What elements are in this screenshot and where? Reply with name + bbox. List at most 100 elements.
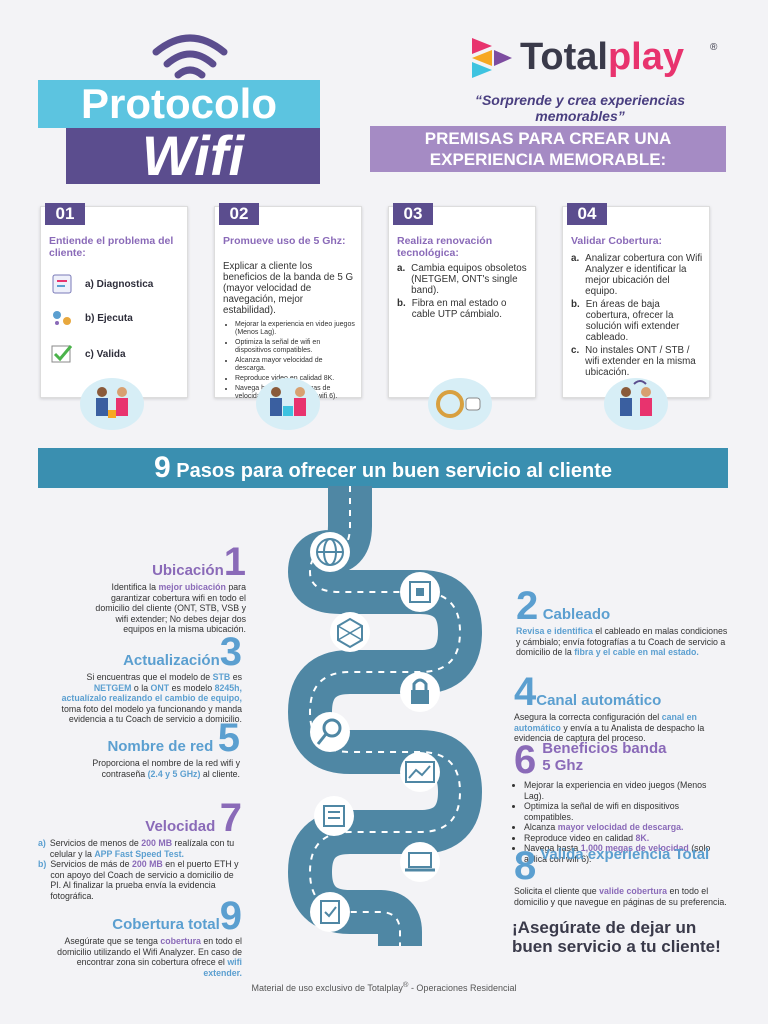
list-item: Mejorar la experiencia en video juegos (… <box>235 321 355 337</box>
list-item: a) Diagnostica <box>49 273 153 295</box>
premisas-banner: PREMISAS PARA CREAR UNA EXPERIENCIA MEMO… <box>370 126 726 172</box>
list-marker: a. <box>397 263 406 274</box>
list-marker: a. <box>571 253 580 264</box>
step-3: Actualización3 Si encuentras que el mode… <box>60 632 242 725</box>
page-title: Protocolo Wifi <box>38 80 320 184</box>
list-item: Reproduce video en calidad 8K. <box>524 833 728 844</box>
list-item: b)Servicios de más de 200 MB en el puert… <box>38 859 239 901</box>
item-label: b) Ejecuta <box>85 312 133 324</box>
list-text: Cambia equipos obsoletos (NETGEM, ONT's … <box>411 263 527 296</box>
diagnose-icon <box>52 274 72 294</box>
technician-illustration-icon <box>256 378 320 430</box>
list-item: Optimiza la señal de wifi en dispositivo… <box>235 339 355 355</box>
brand-name-accent: play <box>607 36 684 78</box>
step-number: 9 <box>219 894 242 938</box>
list-item: b.Fibra en mal estado o cable UTP cámbia… <box>397 298 529 320</box>
fiber-cable-icon <box>428 378 492 430</box>
step-number: 2 <box>516 584 539 628</box>
item-label: c) Valida <box>85 348 126 360</box>
list-item: a)Servicios de menos de 200 MB realízala… <box>38 838 235 859</box>
list-marker: b. <box>571 299 580 310</box>
wifi-icon <box>152 34 228 79</box>
title-protocolo: Protocolo <box>38 80 320 128</box>
step-text: Si encuentras que el modelo de STB es NE… <box>61 672 242 724</box>
closing-message: ¡Asegúrate de dejar un buen servicio a t… <box>512 918 721 956</box>
footer: Material de uso exclusivo de Totalplay® … <box>251 980 517 993</box>
list-text: Fibra en mal estado o cable UTP cámbialo… <box>411 298 507 320</box>
list-item: Mejorar la experiencia en video juegos (… <box>524 780 728 801</box>
card-number: 04 <box>567 203 607 225</box>
card-intro: Explicar a cliente los beneficios de la … <box>223 261 354 316</box>
step-number: 8 <box>514 844 537 888</box>
list-item: Alcanza mayor velocidad de descarga. <box>524 822 728 833</box>
steps-banner: 9 Pasos para ofrecer un buen servicio al… <box>38 448 728 488</box>
step-text: Asegúrate que se tenga cobertura en todo… <box>57 936 242 978</box>
list-item: Navega hasta 1,000 megas de velocidad (s… <box>524 843 728 864</box>
card-number: 01 <box>45 203 85 225</box>
card-heading: Promueve uso de 5 Ghz: <box>223 235 346 247</box>
cubes-icon <box>330 612 370 652</box>
magnifier-icon <box>310 712 350 752</box>
step-number: 7 <box>219 796 242 840</box>
step-number: 5 <box>217 716 240 760</box>
chip-icon <box>400 572 440 612</box>
list-marker: c. <box>571 345 580 356</box>
step-number: 1 <box>223 540 246 584</box>
card-heading: Validar Cobertura: <box>571 235 663 247</box>
slogan: “Sorprende y crea experiencias memorable… <box>474 92 686 124</box>
document-icon <box>314 796 354 836</box>
step-title: Nombre de red <box>107 738 214 755</box>
winding-road-graphic <box>288 486 482 946</box>
step-4: 4Canal automático Asegura la correcta co… <box>514 672 728 744</box>
lock-icon <box>400 672 440 712</box>
list-text: En áreas de baja cobertura, ofrecer la s… <box>585 299 680 343</box>
brand-registered: ® <box>710 42 718 53</box>
list-item: Optimiza la señal de wifi en dispositivo… <box>524 801 728 822</box>
step-text: Proporciona el nombre de la red wifi y c… <box>92 758 240 779</box>
list-item: a. Analizar cobertura con Wifi Analyzer e… <box>571 253 703 297</box>
clipboard-check-icon <box>310 892 350 932</box>
step-title: Beneficios banda 5 Ghz <box>542 740 667 774</box>
list-item: b. En áreas de baja cobertura, ofrecer la… <box>571 299 703 343</box>
step-number: 6 <box>514 738 537 782</box>
brand-logo-icon <box>472 38 512 78</box>
card-heading: Entiende el problema del cliente: <box>49 235 174 259</box>
step-title: Valida experiencia Total <box>540 846 710 863</box>
list-item: a. Cambia equipos obsoletos (NETGEM, ONT'… <box>397 263 529 296</box>
step-title: Cobertura total <box>112 916 220 933</box>
totalplay-logo: Totalplay ® <box>470 34 730 82</box>
step-text: Revisa e identifica el cableado en malas… <box>516 626 728 657</box>
brand-name: Total <box>520 36 608 78</box>
list-item: b) Ejecuta <box>49 307 133 329</box>
step-title: Actualización <box>123 652 220 669</box>
card-03: 03 Realiza renovación tecnológica: a. Cam… <box>388 203 536 398</box>
step-text: Solicita el cliente que valide cobertura… <box>514 886 727 907</box>
banner-number: 9 <box>154 451 171 484</box>
list-item: c) Valida <box>49 343 126 365</box>
step-title: Ubicación <box>152 562 224 579</box>
card-04: 04 Validar Cobertura: a. Analizar cobertu… <box>562 203 710 398</box>
item-label: a) Diagnostica <box>85 278 154 290</box>
card-heading: Realiza renovación tecnológica: <box>397 235 493 259</box>
title-wifi: Wifi <box>66 128 320 184</box>
card-number: 03 <box>393 203 433 225</box>
benefit-list: Mejorar la experiencia en video juegos (… <box>514 780 728 864</box>
technician-illustration-icon <box>80 378 144 430</box>
list-item: c. No instales ONT / STB / wifi extender … <box>571 345 703 378</box>
list-text: Analizar cobertura con Wifi Analyzer e i… <box>585 253 703 297</box>
card-02: 02 Promueve uso de 5 Ghz: Explicar a cli… <box>214 203 362 400</box>
list-item: Alcanza mayor velocidad de descarga. <box>235 357 355 373</box>
step-5: Nombre de red 5 Proporciona el nombre de… <box>60 718 240 779</box>
checkmark-icon <box>51 345 73 363</box>
step-1: Ubicación1 Identifica la mejor ubicación… <box>90 542 246 635</box>
step-title: Cableado <box>542 606 611 623</box>
step-text: Identifica la mejor ubicación para garan… <box>95 582 246 634</box>
step-7: Velocidad 7 a)Servicios de menos de 200 … <box>38 798 242 901</box>
card-number: 02 <box>219 203 259 225</box>
list-text: No instales ONT / STB / wifi extender en… <box>585 345 696 378</box>
step-number: 3 <box>219 630 242 674</box>
card-01: 01 Entiende el problema del cliente: a) … <box>40 203 188 398</box>
step-2: 2 Cableado Revisa e identifica el cablea… <box>516 586 728 658</box>
